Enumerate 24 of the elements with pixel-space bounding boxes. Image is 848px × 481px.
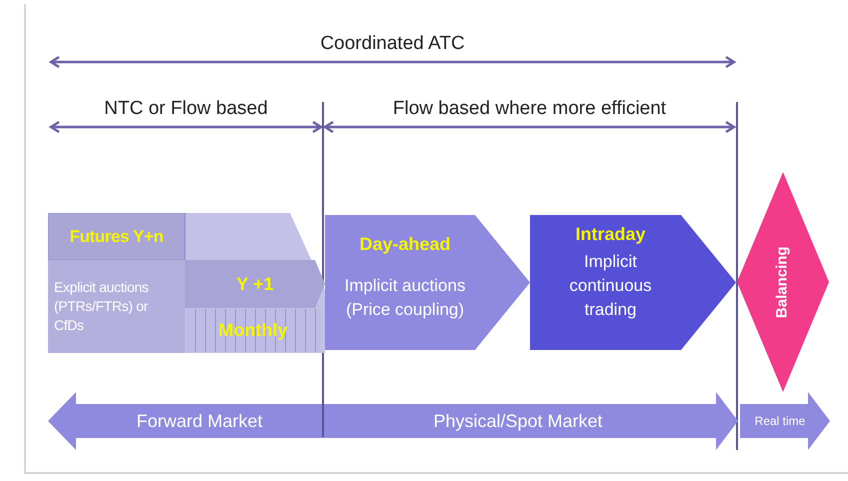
span-label: Coordinated ATC [320,32,465,56]
stage-pentagon [325,215,530,350]
market-band [48,392,738,450]
band-label: Forward Market [136,410,263,432]
span-label: Flow based where more efficient [392,97,666,121]
heading: Day-ahead [359,233,451,256]
heading: Intraday [575,223,646,246]
timeline-band [740,392,830,450]
stage-pentagon [530,215,736,350]
heading: Futures Y+n [70,226,164,248]
heading: Monthly [218,319,288,342]
band-label: Physical/Spot Market [433,410,603,433]
striped-box [186,309,320,352]
product-box [48,260,185,353]
band-label: Real time [754,413,806,430]
description: Implicit continuous trading [568,251,653,321]
balancing-diamond [737,172,829,392]
vertical-label: Balancing [772,246,792,318]
product-tab [185,260,325,308]
product-panel [48,213,325,353]
description: Explicit auctions (PTRs/FTRs) or CfDs [54,278,150,335]
description: Implicit auctions (Price coupling) [344,275,466,321]
span-label: NTC or Flow based [104,97,268,121]
heading: Y +1 [236,272,274,296]
